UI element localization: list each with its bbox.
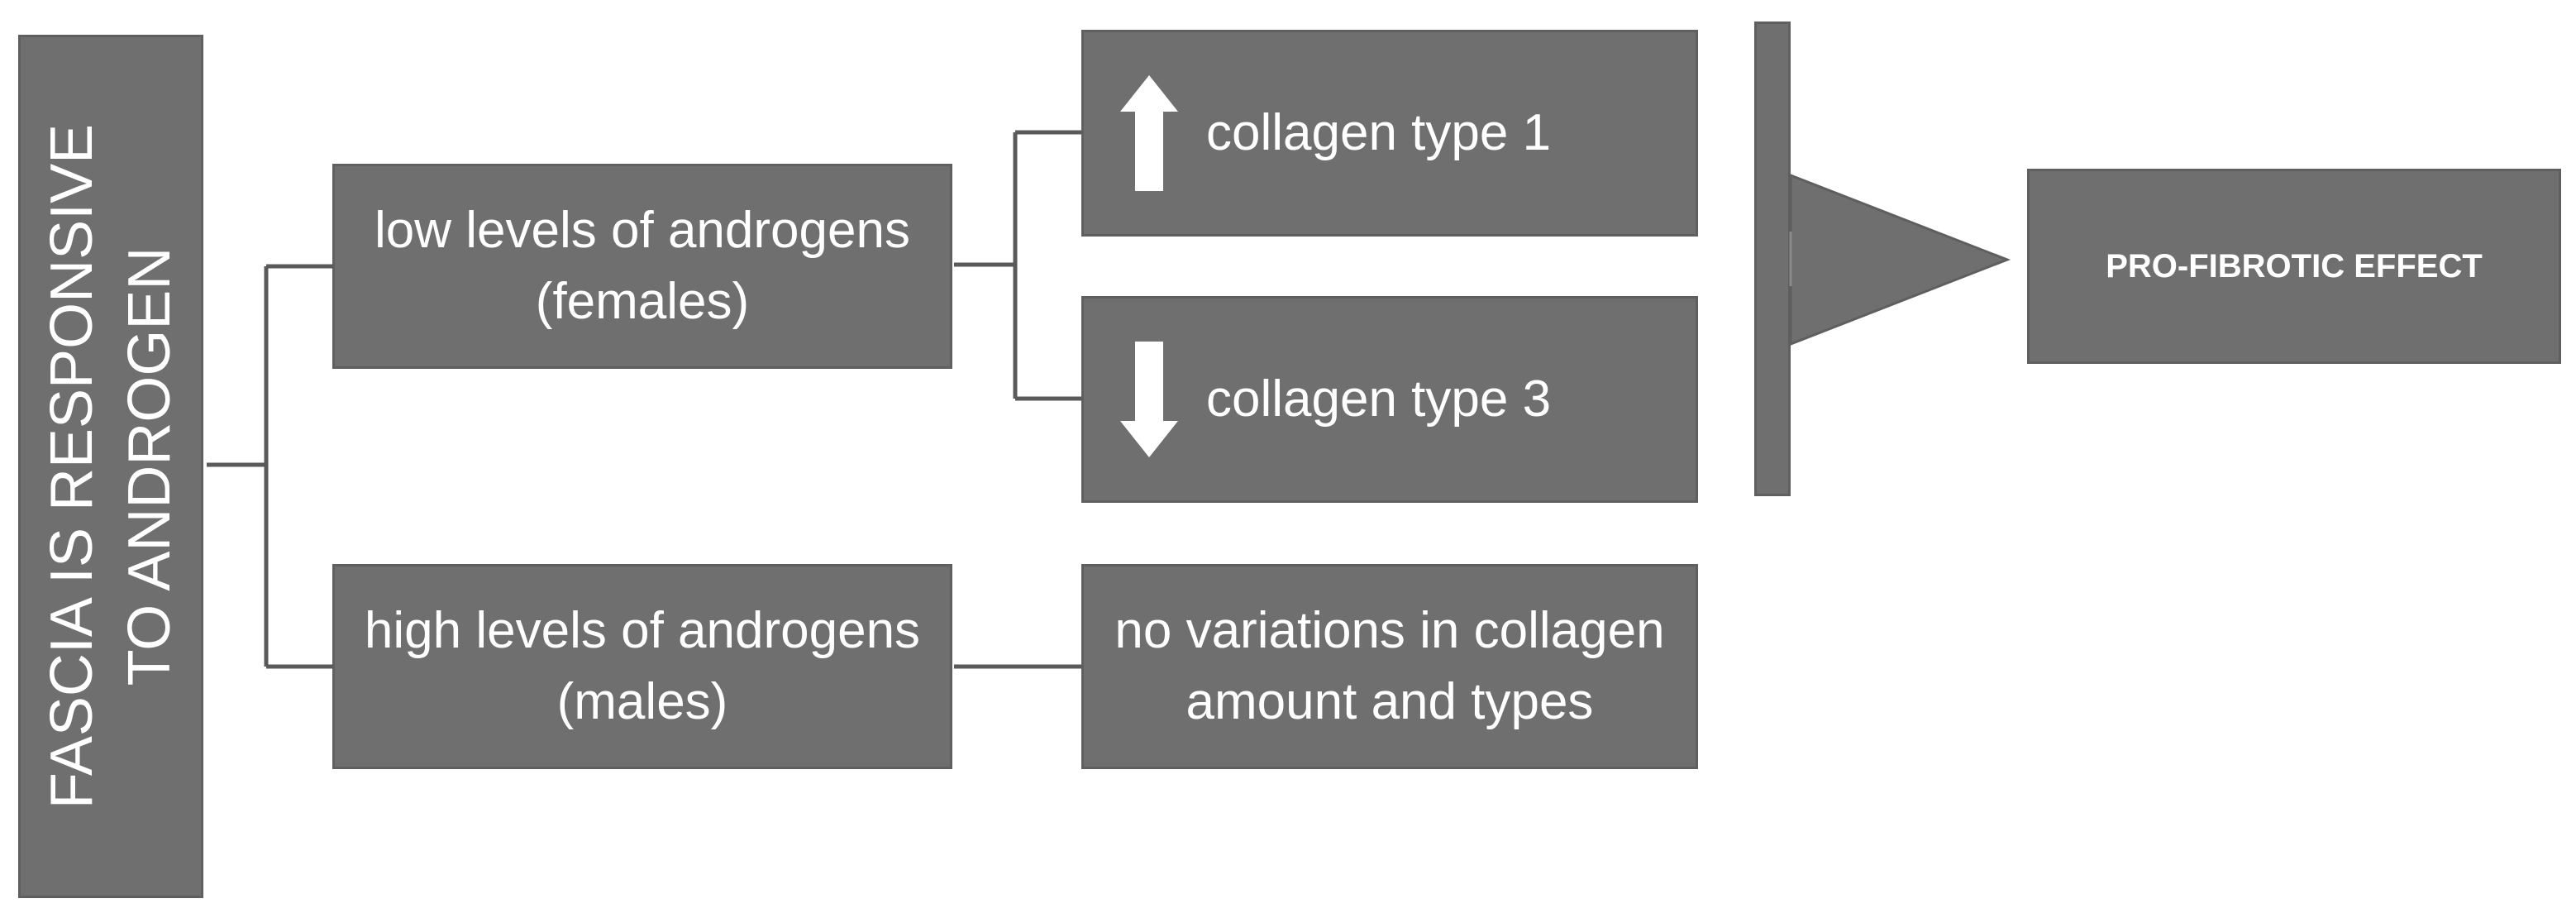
pro-fibrotic-effect-node: PRO-FIBROTIC EFFECT bbox=[2027, 169, 2561, 364]
low-androgens-label: low levels of androgens (females) bbox=[374, 202, 910, 330]
arrow-down-icon bbox=[1120, 342, 1178, 457]
pro-fibrotic-effect-label: PRO-FIBROTIC EFFECT bbox=[2106, 248, 2483, 284]
high-androgens-label: high levels of androgens (males) bbox=[364, 602, 921, 730]
collagen-type-3-node: collagen type 3 bbox=[1081, 296, 1698, 503]
high-androgens-node: high levels of androgens (males) bbox=[332, 564, 952, 769]
low-androgens-node: low levels of androgens (females) bbox=[332, 164, 952, 369]
collagen-type-1-node: collagen type 1 bbox=[1081, 30, 1698, 237]
collagen-type-1-label: collagen type 1 bbox=[1206, 104, 1552, 161]
arrow-up-icon bbox=[1120, 75, 1178, 191]
root-node: FASCIA IS RESPONSIVE TO ANDROGEN bbox=[18, 35, 203, 898]
collagen-type-3-label: collagen type 3 bbox=[1206, 370, 1552, 428]
no-variations-node: no variations in collagen amount and typ… bbox=[1081, 564, 1698, 769]
no-variations-label: no variations in collagen amount and typ… bbox=[1114, 602, 1665, 730]
